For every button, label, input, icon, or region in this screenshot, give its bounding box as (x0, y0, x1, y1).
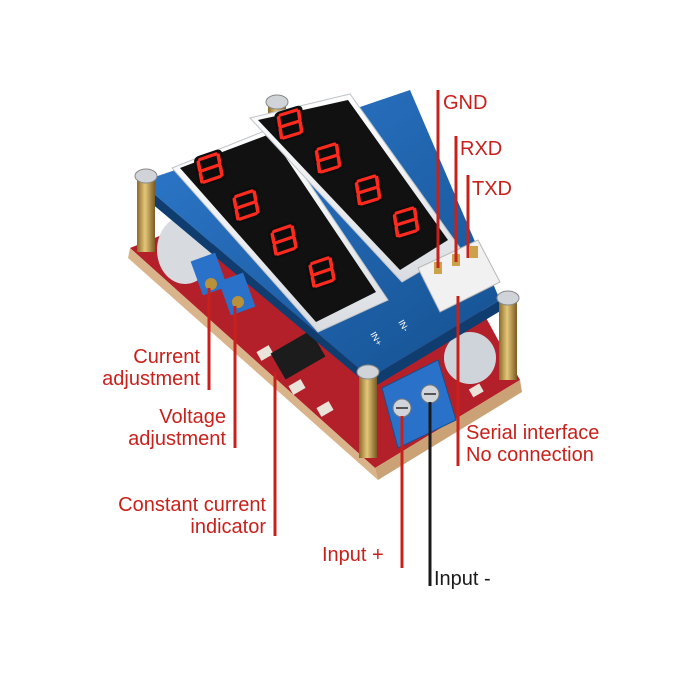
label-serial-interface-line2: No connection (466, 444, 594, 466)
label-input-minus: Input - (434, 568, 491, 590)
label-txd: TXD (472, 178, 512, 200)
label-voltage-adjustment-line1: Voltage (159, 406, 226, 428)
label-constant-current-indicator-line2: indicator (190, 516, 266, 538)
label-gnd: GND (443, 92, 488, 114)
potentiometers (190, 252, 256, 316)
label-rxd: RXD (460, 138, 503, 160)
label-voltage-adjustment: Voltage adjustment (100, 406, 226, 450)
label-current-adjustment-line2: adjustment (102, 368, 200, 390)
label-voltage-adjustment-line2: adjustment (128, 428, 226, 450)
label-constant-current-indicator: Constant current indicator (80, 494, 266, 538)
label-current-adjustment-line1: Current (133, 346, 200, 368)
label-serial-interface-line1: Serial interface (466, 422, 600, 444)
callout-lines (207, 90, 470, 586)
label-current-adjustment: Current adjustment (80, 346, 200, 390)
label-input-plus: Input + (322, 544, 384, 566)
led-display-left (171, 127, 389, 333)
label-serial-interface: Serial interface No connection (466, 422, 599, 466)
label-constant-current-indicator-line1: Constant current (118, 494, 266, 516)
